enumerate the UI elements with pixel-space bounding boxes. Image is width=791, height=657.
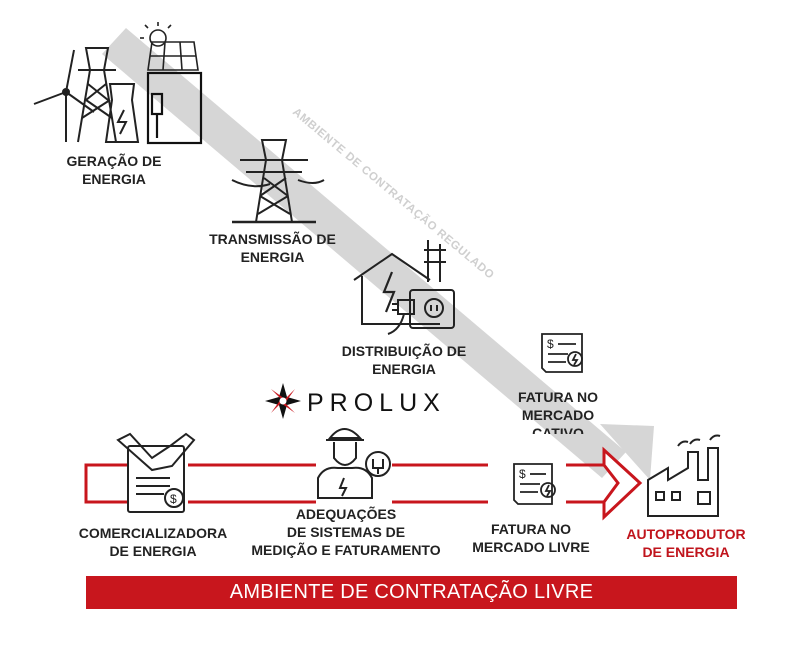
brand-wordmark: PROLUX [307, 389, 446, 417]
svg-text:$: $ [547, 337, 554, 351]
invoice-icon: $ [513, 463, 556, 505]
invoice-icon: $ [541, 333, 583, 373]
free-market-banner: AMBIENTE DE CONTRATAÇÃO LIVRE [86, 576, 737, 609]
factory-icon [647, 434, 721, 517]
sun-icon [140, 22, 172, 47]
free-market-flow [84, 463, 604, 504]
handshake-contract-icon: $ [116, 432, 196, 513]
battery-box-icon [146, 71, 203, 145]
svg-text:$: $ [170, 492, 177, 506]
free-market-arrowhead [602, 446, 643, 521]
prolux-star-logo [265, 383, 301, 419]
power-plant-icon [104, 83, 140, 143]
plug-outlet-icon [387, 289, 455, 335]
wind-turbine-icon [33, 49, 95, 142]
svg-text:$: $ [519, 467, 526, 481]
solar-panel-icon [147, 41, 199, 71]
electrician-icon [317, 428, 391, 499]
transmission-tower-icon [231, 139, 325, 224]
regulated-band-arrow [102, 28, 654, 480]
house-electric-icon [353, 240, 446, 325]
transmission-tower-icon [77, 47, 117, 143]
